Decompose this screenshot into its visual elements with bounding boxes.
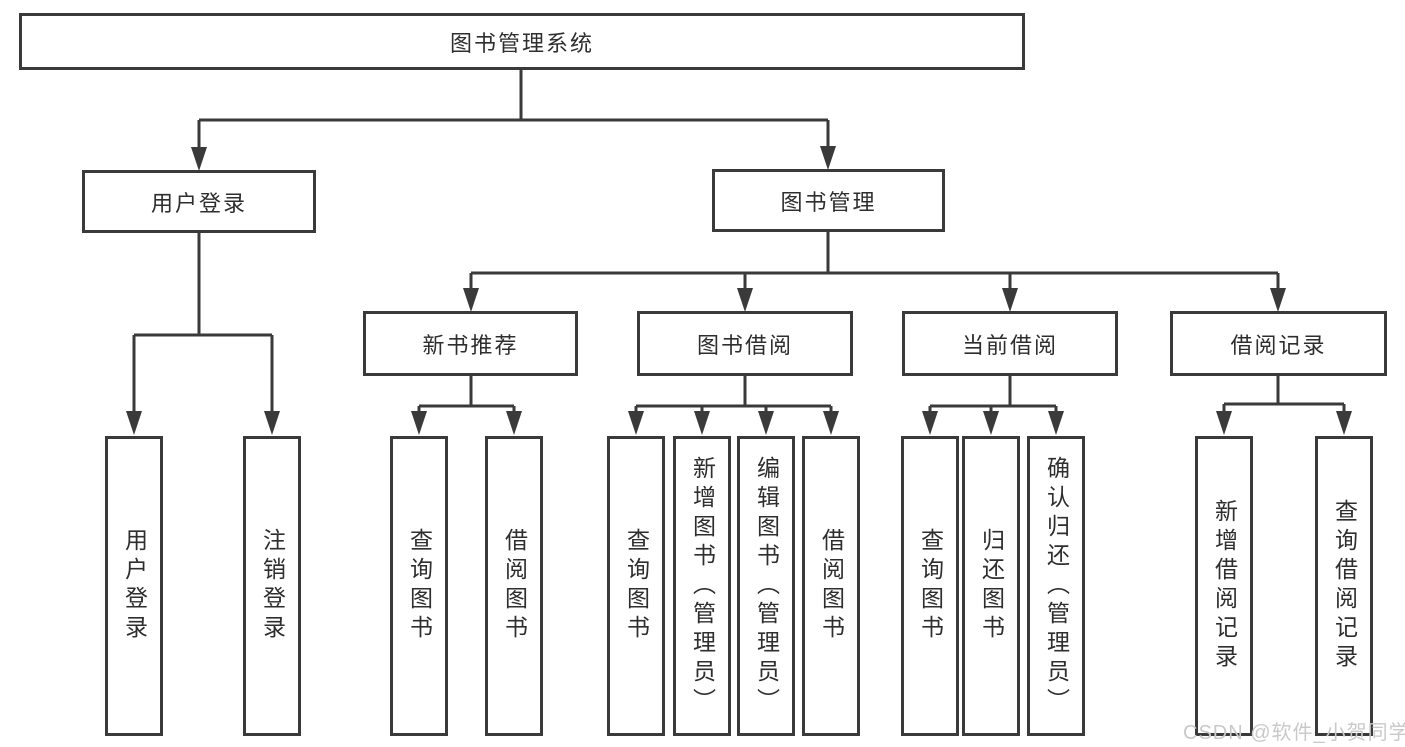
- node-user-login: 用户登录: [82, 170, 316, 233]
- node-root: 图书管理系统: [19, 13, 1025, 70]
- node-book-borrow: 图书借阅: [637, 311, 853, 376]
- node-borrow-record: 借阅记录: [1170, 311, 1387, 376]
- node-leaf-query-book-3: 查询图书: [901, 436, 959, 736]
- node-leaf-user-login: 用户登录: [105, 436, 163, 736]
- node-leaf-confirm-return: 确认归还（管理员）: [1027, 436, 1085, 736]
- node-leaf-query-record: 查询借阅记录: [1315, 436, 1373, 736]
- node-leaf-add-book: 新增图书（管理员）: [673, 436, 731, 736]
- node-leaf-logout: 注销登录: [243, 436, 301, 736]
- node-leaf-add-record: 新增借阅记录: [1195, 436, 1253, 736]
- node-book-mgmt: 图书管理: [712, 169, 945, 232]
- node-leaf-edit-book: 编辑图书（管理员）: [737, 436, 795, 736]
- node-leaf-borrow-book-2: 借阅图书: [802, 436, 860, 736]
- node-current-borrow: 当前借阅: [902, 311, 1118, 376]
- node-leaf-query-book-2: 查询图书: [607, 436, 665, 736]
- watermark: CSDN @软件_小贺同学: [1183, 722, 1405, 744]
- node-new-book-rec: 新书推荐: [363, 311, 578, 376]
- node-leaf-borrow-book-1: 借阅图书: [485, 436, 543, 736]
- node-leaf-query-book-1: 查询图书: [390, 436, 448, 736]
- node-leaf-return-book: 归还图书: [962, 436, 1020, 736]
